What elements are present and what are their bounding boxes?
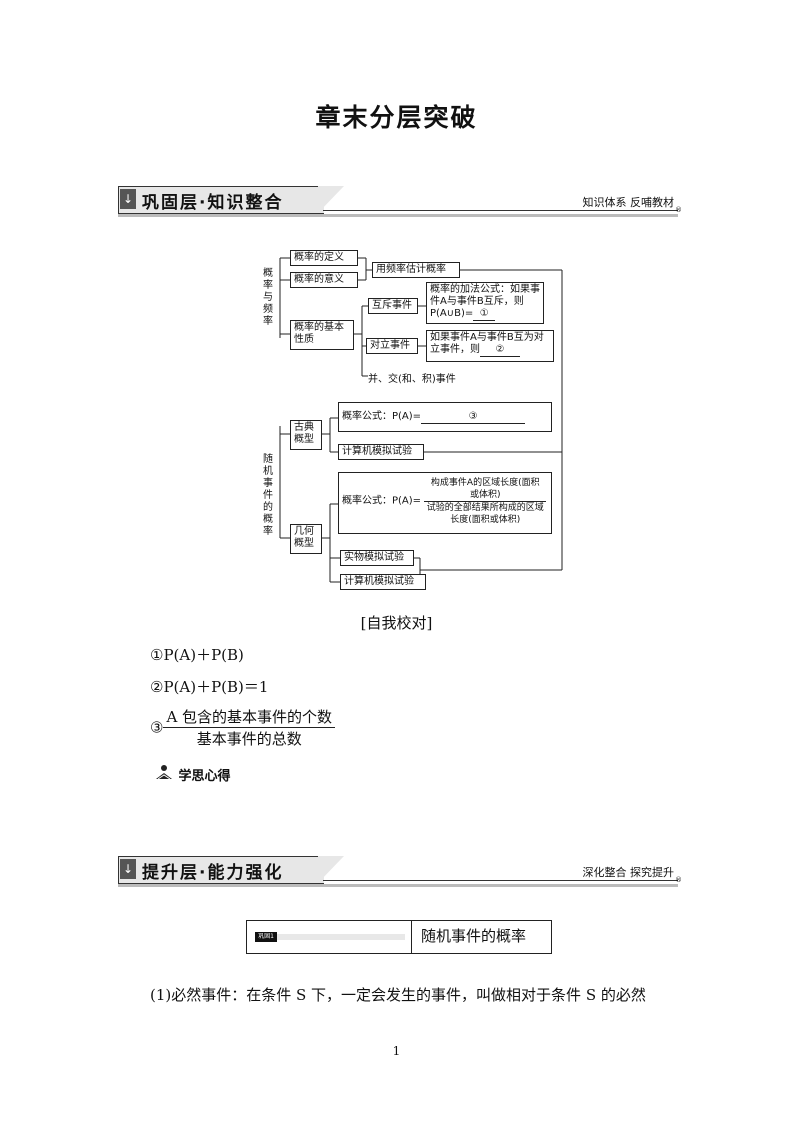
self-check-heading: [自我校对]	[360, 614, 433, 632]
geo-formula-prefix: 概率公式：P(A)=	[342, 495, 422, 507]
down-arrow-icon: ↓	[120, 859, 136, 879]
answer-3-mark: ③	[150, 718, 164, 737]
page-number: 1	[392, 1044, 401, 1058]
reflection-label: 学思心得	[178, 769, 231, 784]
answer-3-denominator: 基本事件的总数	[196, 730, 302, 748]
registered-mark: ®	[675, 876, 682, 884]
diagram-connectors	[279, 257, 563, 583]
registered-mark: ®	[675, 206, 682, 214]
node-mutex-formula: 概率的加法公式：如果事件A与事件B互斥，则P(A∪B)=①	[426, 282, 544, 324]
node-classical-formula: 概率公式：P(A)=③	[338, 402, 552, 432]
node-geometric: 几何概型	[290, 524, 322, 554]
topic-bar	[255, 934, 405, 940]
section-subtitle: 深化整合 探究提升	[582, 866, 675, 879]
reflection-heading: 学思心得	[154, 764, 231, 784]
section-banner-improvement: ↓ 提升层·能力强化 深化整合 探究提升 ®	[118, 856, 682, 890]
node-meaning: 概率的意义	[290, 272, 358, 288]
node-basic-properties: 概率的基本性质	[290, 320, 354, 350]
geo-denominator: 试验的全部结果所构成的区域长度(面积或体积)	[426, 503, 544, 525]
opposite-formula-text: 如果事件A与事件B互为对立事件，则	[430, 332, 544, 355]
reader-icon	[156, 765, 172, 780]
node-geometric-formula: 概率公式：P(A)= 构成事件A的区域长度(面积或体积) 试验的全部结果所构成的…	[338, 472, 552, 534]
node-physical-sim: 实物模拟试验	[340, 550, 414, 566]
mutex-formula-text: 概率的加法公式：如果事件A与事件B互斥，则P(A∪B)=	[430, 284, 540, 319]
topic-name: 随机事件的概率	[421, 927, 527, 945]
root-random-events: 随机事件的概率	[263, 454, 273, 537]
knowledge-diagram: 概率与频率 概率的定义 概率的意义 用频率估计概率 概率的基本性质 互斥事件 概…	[250, 248, 570, 608]
section-banner-consolidation: ↓ 巩固层·知识整合 知识体系 反哺教材 ®	[118, 186, 682, 220]
blank-1: ①	[473, 308, 496, 321]
section-subtitle: 知识体系 反哺教材	[582, 196, 675, 209]
node-computer-sim-1: 计算机模拟试验	[338, 444, 424, 460]
classical-formula-text: 概率公式：P(A)=	[342, 411, 422, 422]
node-mutex: 互斥事件	[368, 298, 418, 314]
answer-2: ②P(A)＋P(B)＝1	[150, 678, 269, 696]
node-definition: 概率的定义	[290, 250, 358, 266]
section-label: 提升层·能力强化	[142, 863, 284, 883]
node-classical: 古典概型	[290, 420, 322, 450]
blank-3: ③	[421, 411, 526, 424]
topic-box: 巩固1 随机事件的概率	[246, 920, 552, 954]
page-title: 章末分层突破	[315, 103, 478, 132]
node-computer-sim-2: 计算机模拟试验	[340, 574, 426, 590]
body-paragraph: (1)必然事件：在条件 S 下，一定会发生的事件，叫做相对于条件 S 的必然	[150, 986, 646, 1004]
node-operations: 并、交(和、积)事件	[368, 374, 456, 385]
node-estimate: 用频率估计概率	[372, 262, 460, 278]
geo-numerator: 构成事件A的区域长度(面积或体积)	[424, 477, 547, 502]
blank-2: ②	[480, 344, 520, 357]
topic-tag: 巩固1	[255, 932, 277, 942]
answer-3: ③ A 包含的基本事件的个数 基本事件的总数	[150, 706, 336, 749]
answer-3-numerator: A 包含的基本事件的个数	[163, 706, 336, 728]
down-arrow-icon: ↓	[120, 189, 136, 209]
node-opposite: 对立事件	[366, 338, 418, 354]
root-probability-frequency: 概率与频率	[263, 268, 273, 327]
answer-1: ①P(A)＋P(B)	[150, 646, 244, 664]
section-label: 巩固层·知识整合	[142, 193, 284, 213]
